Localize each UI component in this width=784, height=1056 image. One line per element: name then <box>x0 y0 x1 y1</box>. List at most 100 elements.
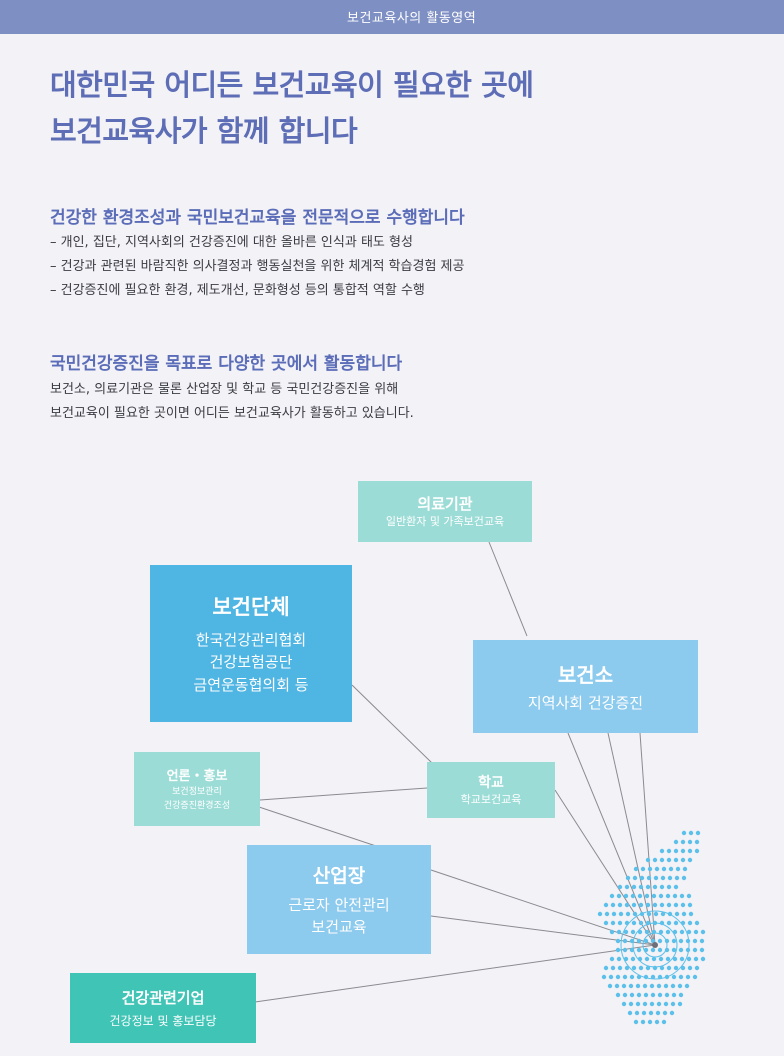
map-dot <box>644 956 650 962</box>
map-dot <box>616 893 622 899</box>
map-dot <box>659 884 665 890</box>
map-dot <box>650 938 656 944</box>
map-dot <box>679 956 685 962</box>
map-dot <box>644 893 650 899</box>
map-dot <box>608 974 614 980</box>
map-dot <box>649 983 655 989</box>
map-dot <box>655 1010 661 1016</box>
map-dot <box>673 857 679 863</box>
map-dot <box>618 911 624 917</box>
map-dot <box>666 848 672 854</box>
map-dot <box>665 893 671 899</box>
map-dot <box>699 938 705 944</box>
map-dot <box>628 1001 634 1007</box>
map-dot <box>679 929 685 935</box>
map-dot <box>653 875 659 881</box>
map-dot <box>694 920 700 926</box>
map-dot <box>693 956 699 962</box>
map-dot <box>678 992 684 998</box>
map-dot <box>638 884 644 890</box>
map-dot <box>610 920 616 926</box>
section1-bullet: – 개인, 집단, 지역사회의 건강증진에 대한 올바른 인식과 태도 형성 <box>50 235 413 250</box>
map-dot <box>657 938 663 944</box>
map-dot <box>617 965 623 971</box>
map-dot <box>642 1001 648 1007</box>
map-dot <box>621 1001 627 1007</box>
map-dot <box>661 866 667 872</box>
map-dot <box>678 947 684 953</box>
map-dot <box>659 902 665 908</box>
box-subtitle: 일반환자 및 가족보건교육 <box>385 514 505 528</box>
map-dot <box>658 893 664 899</box>
headline-line-1: 대한민국 어디든 보건교육이 필요한 곳에 <box>50 68 534 102</box>
box-line: 보건정보관리 <box>172 787 222 797</box>
map-dot <box>693 929 699 935</box>
map-dot <box>614 983 620 989</box>
map-dot <box>629 974 635 980</box>
map-dot <box>604 911 610 917</box>
map-dot <box>673 920 679 926</box>
map-dot <box>673 965 679 971</box>
map-dot <box>633 1019 639 1025</box>
map-dot <box>677 983 683 989</box>
box-line: 건강보험공단 <box>209 653 293 672</box>
section1-title: 건강한 환경조성과 국민보건교육을 전문적으로 수행합니다 <box>50 208 465 228</box>
map-dot <box>643 992 649 998</box>
box-title: 의료기관 <box>417 494 473 513</box>
map-dot <box>650 974 656 980</box>
map-dot <box>636 992 642 998</box>
map-dot <box>650 947 656 953</box>
map-dot <box>622 947 628 953</box>
map-dot <box>631 965 637 971</box>
map-dot <box>664 992 670 998</box>
map-dot <box>603 965 609 971</box>
section1-bullet: – 건강과 관련된 바람직한 의사결정과 행동실천을 위한 체계적 학습경험 제… <box>50 259 465 274</box>
box-title: 건강관련기업 <box>121 988 205 1007</box>
map-dot <box>674 875 680 881</box>
section-label: 보건교육사의 활동영역 <box>347 11 477 26</box>
box-subtitle: 지역사회 건강증진 <box>527 693 644 712</box>
map-dot <box>688 911 694 917</box>
map-dot <box>666 857 672 863</box>
map-dot <box>665 929 671 935</box>
map-dot <box>621 983 627 989</box>
map-dot <box>680 902 686 908</box>
box-school: 학교 학교보건교육 <box>427 762 555 818</box>
map-dot <box>692 974 698 980</box>
map-dot <box>687 857 693 863</box>
map-dot <box>700 956 706 962</box>
map-dot <box>658 956 664 962</box>
box-medical-institution: 의료기관 일반환자 및 가족보건교육 <box>358 481 532 542</box>
map-dot <box>675 866 681 872</box>
map-dot <box>615 974 621 980</box>
map-dot <box>658 929 664 935</box>
box-media-pr: 언론・홍보 보건정보관리 건강증진환경조성 <box>134 752 260 826</box>
map-dot <box>639 875 645 881</box>
box-line: 건강증진환경조성 <box>163 800 231 811</box>
korea-map-graphic <box>597 830 706 1025</box>
map-dot <box>667 875 673 881</box>
map-dot <box>673 902 679 908</box>
map-dot <box>661 1019 667 1025</box>
map-dot <box>660 911 666 917</box>
map-dot <box>659 848 665 854</box>
map-dot <box>603 902 609 908</box>
connector-line <box>259 787 428 801</box>
map-dot <box>654 866 660 872</box>
map-dot <box>653 911 659 917</box>
map-dot <box>694 965 700 971</box>
map-dot <box>601 974 607 980</box>
map-dot <box>659 857 665 863</box>
target-center <box>652 942 658 948</box>
box-subtitle: 건강정보 및 홍보담당 <box>109 1013 217 1028</box>
map-dot <box>660 875 666 881</box>
map-dot <box>635 983 641 989</box>
map-dot <box>637 893 643 899</box>
map-dot <box>636 947 642 953</box>
map-dot <box>656 983 662 989</box>
box-line: 근로자 안전관리 <box>288 895 390 914</box>
map-dot <box>630 956 636 962</box>
map-dot <box>670 1001 676 1007</box>
map-dot <box>638 965 644 971</box>
map-dot <box>651 956 657 962</box>
